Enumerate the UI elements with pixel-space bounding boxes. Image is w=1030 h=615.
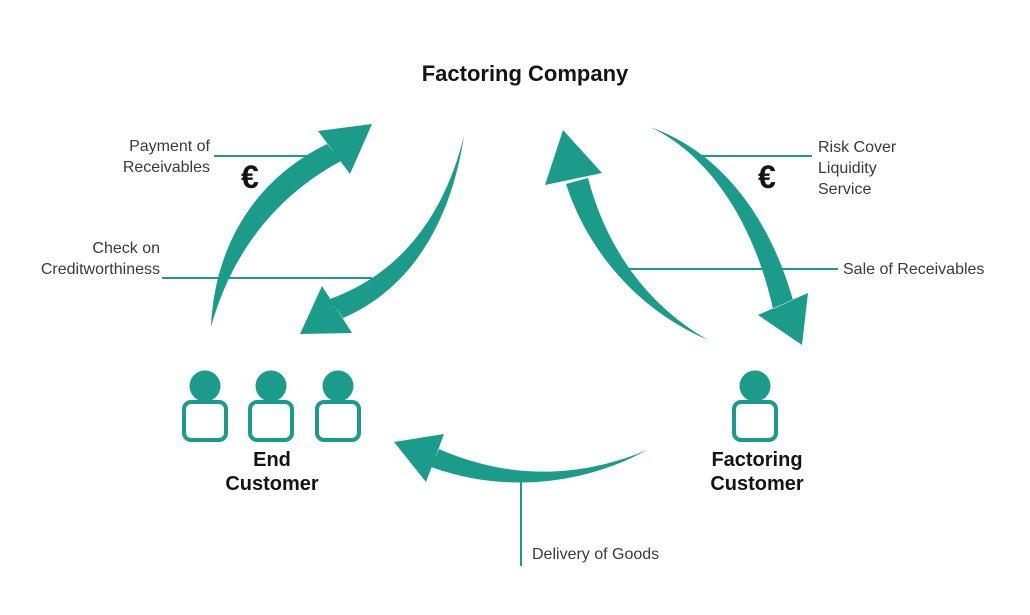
creditworthiness-label-line1: Check on [92,240,160,257]
payment-label-line1: Payment of [129,138,210,155]
risk-cover-label-line3: Service [818,181,872,198]
payment-arrow [211,124,372,327]
end-customer-label-line1: End [253,449,291,471]
risk-cover-label-line1: Risk Cover [818,139,897,156]
factoring-customer-label-line1: Factoring [711,449,803,471]
euro-symbol-right: € [758,159,776,195]
payment-label: Payment of Receivables [60,136,210,178]
payment-label-line2: Receivables [122,159,210,176]
person-icon [182,370,228,442]
person-icon [315,370,361,442]
node-end-customer: End Customer [172,448,372,496]
factoring-customer-label-line2: Customer [710,473,804,495]
euro-symbol-left: € [241,159,259,195]
risk-cover-arrow [650,127,808,345]
sale-of-receivables-arrow [545,130,708,340]
end-customer-label-line2: Customer [225,473,319,495]
creditworthiness-arrow [300,136,464,334]
sale-label: Sale of Receivables [843,261,985,278]
delivery-label: Delivery of Goods [532,546,660,563]
risk-cover-label-line2: Liquidity [818,160,877,177]
factoring-customer-icon person-icon [732,370,778,442]
end-customer-icons [182,370,361,442]
creditworthiness-label-line2: Creditworthiness [40,261,160,278]
delivery-arrow [394,434,647,483]
node-factoring-customer: Factoring Customer [657,448,857,496]
node-factoring-company: Factoring Company [421,61,629,86]
person-icon [248,370,294,442]
creditworthiness-label: Check on Creditworthiness [10,238,160,280]
risk-cover-label: Risk Cover Liquidity Service [818,137,938,200]
